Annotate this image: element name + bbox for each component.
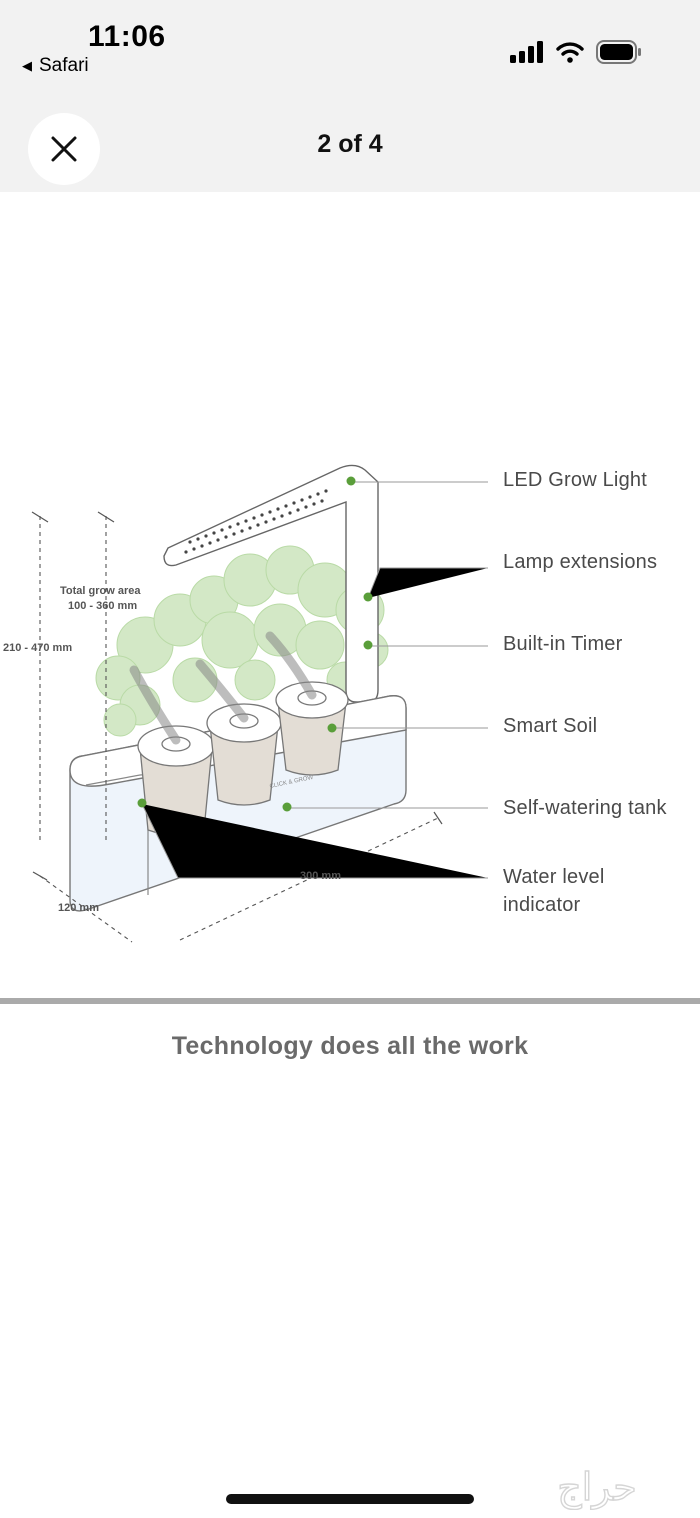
cellular-signal-icon: [510, 41, 543, 63]
width-dimension: 300 mm: [300, 870, 341, 882]
callout-self-watering-tank: Self-watering tank: [503, 797, 667, 819]
callout-led-grow-light: LED Grow Light: [503, 469, 647, 491]
depth-dimension: 120 mm: [58, 902, 99, 914]
callout-indicator: indicator: [503, 894, 581, 916]
status-icons: [510, 40, 642, 64]
callout-smart-soil: Smart Soil: [503, 715, 598, 737]
grow-area-title: Total grow area: [60, 585, 141, 597]
close-button[interactable]: [28, 113, 100, 185]
back-to-app-link[interactable]: ◀ Safari: [22, 55, 89, 77]
close-icon: [51, 136, 77, 162]
height-dimension: 210 - 470 mm: [3, 642, 73, 654]
grow-area-value: 100 - 360 mm: [68, 600, 138, 612]
back-triangle-icon: ◀: [22, 58, 32, 73]
divider: [0, 998, 700, 1004]
image-caption: Technology does all the work: [171, 1032, 529, 1060]
callout-lamp-extensions: Lamp extensions: [503, 551, 658, 573]
product-diagram: CLICK & GROW: [0, 440, 700, 960]
status-time: 11:06: [88, 20, 166, 53]
watermark-logo: حراج: [502, 1464, 692, 1515]
callout-water-level: Water level: [503, 866, 605, 888]
page-counter: 2 of 4: [317, 130, 383, 158]
home-indicator[interactable]: [226, 1494, 474, 1504]
battery-icon: [596, 40, 641, 64]
back-app-label: Safari: [39, 55, 89, 76]
wifi-icon: [556, 42, 584, 63]
watermark-text: حراج: [557, 1466, 637, 1510]
callout-built-in-timer: Built-in Timer: [503, 633, 623, 655]
smart-garden-illustration: CLICK & GROW: [31, 464, 488, 943]
top-bar: [0, 0, 700, 192]
